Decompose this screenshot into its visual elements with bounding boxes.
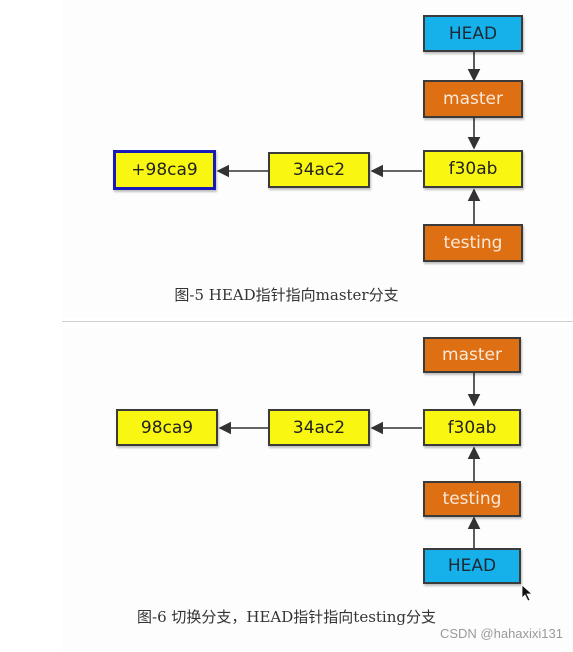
- master-branch-node: master: [423, 337, 521, 373]
- commit-f30ab-node: f30ab: [423, 150, 523, 188]
- figure-6-caption: 图-6 切换分支，HEAD指针指向testing分支: [137, 608, 436, 626]
- figure-separator: [62, 321, 573, 322]
- watermark: CSDN @hahaxixi131: [439, 626, 563, 641]
- master-branch-node: master: [423, 80, 523, 118]
- commit-f30ab-node: f30ab: [423, 409, 521, 446]
- head-pointer-node: HEAD: [423, 15, 523, 52]
- commit-34ac2-node: 34ac2: [268, 409, 370, 446]
- figure-5-caption: 图-5 HEAD指针指向master分支: [174, 286, 399, 304]
- head-pointer-node: HEAD: [423, 548, 521, 584]
- commit-34ac2-node: 34ac2: [268, 152, 370, 188]
- testing-branch-node: testing: [423, 224, 523, 262]
- commit-98ca9-node: 98ca9: [116, 409, 218, 446]
- mouse-cursor-icon: [521, 584, 534, 602]
- testing-branch-node: testing: [423, 481, 521, 517]
- commit-98ca9-node: +98ca9: [113, 150, 216, 190]
